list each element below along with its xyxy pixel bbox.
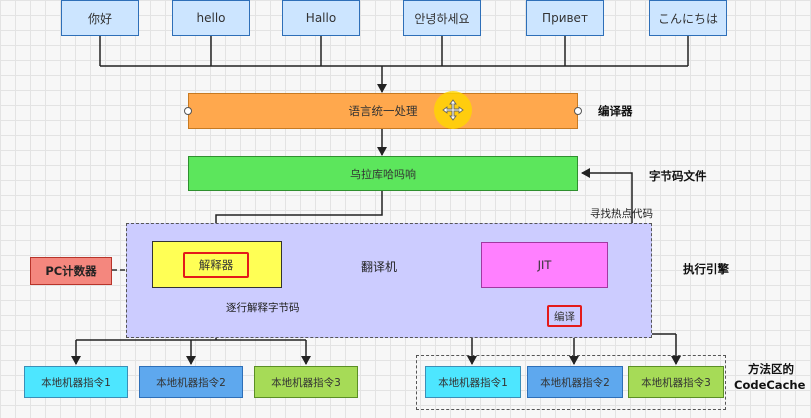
translator-label: 翻译机 [361,260,398,274]
execution-engine-label: 执行引擎 [683,262,729,276]
native-instruction-2-cache[interactable]: 本地机器指令2 [527,366,623,398]
greeting-box-english[interactable]: hello [172,0,250,36]
native-instruction-1-left[interactable]: 本地机器指令1 [24,366,128,398]
greeting-box-russian[interactable]: Привет [526,0,604,36]
move-icon[interactable] [442,99,464,121]
native-instruction-2-left[interactable]: 本地机器指令2 [139,366,243,398]
interpreter-box[interactable] [152,241,282,288]
greeting-box-chinese[interactable]: 你好 [61,0,139,36]
bytecode-box[interactable]: 乌拉库哈吗响 [188,156,578,191]
native-instruction-1-cache[interactable]: 本地机器指令1 [425,366,521,398]
code-cache-label: CodeCache [734,378,806,392]
interpret-bytecode-label: 逐行解释字节码 [226,302,300,314]
greeting-box-japanese[interactable]: こんにちは [649,0,727,36]
bytecode-file-label: 字节码文件 [649,169,707,183]
greetings-bus [99,36,689,93]
compile-label: 编译 [554,310,575,323]
pc-counter-box[interactable]: PC计数器 [30,257,112,285]
selection-handle-left[interactable] [184,107,192,115]
find-hot-code-label: 寻找热点代码 [590,208,653,220]
jit-box[interactable]: JIT [481,242,608,288]
greeting-box-german[interactable]: Hallo [282,0,360,36]
greeting-box-korean[interactable]: 안녕하세요 [403,0,481,36]
native-instruction-3-left[interactable]: 本地机器指令3 [254,366,358,398]
interpreter-highlight-box [183,252,249,278]
process-box[interactable]: 语言统一处理 [188,93,578,129]
interpreter-label: 解释器 [198,258,234,272]
compile-highlight-box [547,305,582,327]
selection-handle-right[interactable] [574,107,582,115]
compiler-label: 编译器 [598,104,633,118]
method-area-label: 方法区的 [748,362,794,376]
code-cache-container[interactable] [416,355,726,410]
native-instruction-3-cache[interactable]: 本地机器指令3 [628,366,724,398]
